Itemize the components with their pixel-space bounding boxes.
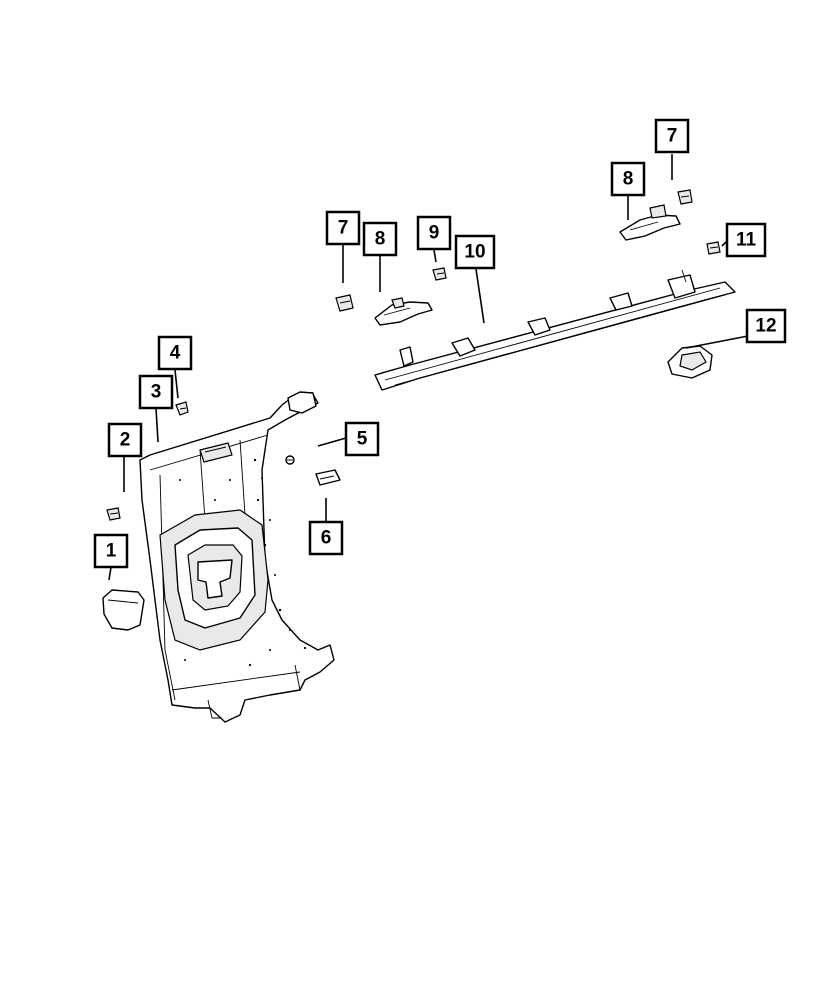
fastener-5 bbox=[285, 455, 295, 465]
leader-lines bbox=[108, 154, 749, 581]
cover-cap bbox=[102, 589, 145, 631]
push-pin-4 bbox=[175, 401, 189, 416]
end-cap-12 bbox=[667, 345, 713, 379]
callout-3: 3 bbox=[138, 374, 174, 410]
clip-7-right bbox=[677, 189, 693, 205]
callout-5: 5 bbox=[344, 421, 380, 457]
callout-4: 4 bbox=[157, 335, 193, 371]
callout-9: 9 bbox=[416, 215, 452, 251]
clip-11 bbox=[706, 241, 721, 255]
callout-label: 1 bbox=[106, 541, 117, 562]
callout-label: 6 bbox=[321, 528, 332, 549]
clip-9 bbox=[432, 267, 447, 281]
callout-11: 11 bbox=[725, 222, 767, 258]
bracket-8-right bbox=[619, 204, 681, 241]
rail-studs bbox=[399, 269, 696, 367]
header-trim-rail bbox=[374, 269, 736, 391]
callout-10: 10 bbox=[454, 234, 496, 270]
callout-8-left: 8 bbox=[362, 221, 398, 257]
clip-7-left bbox=[335, 294, 354, 312]
callout-label: 4 bbox=[170, 343, 181, 364]
callout-label: 5 bbox=[357, 429, 368, 450]
clip-2 bbox=[106, 507, 121, 521]
callout-label: 11 bbox=[736, 230, 757, 251]
callout-label: 2 bbox=[120, 430, 131, 451]
surface-texture bbox=[179, 458, 307, 667]
callout-label: 3 bbox=[151, 382, 162, 403]
callout-label: 12 bbox=[755, 316, 776, 337]
bezel-6 bbox=[315, 469, 341, 486]
callout-label: 8 bbox=[375, 229, 386, 250]
callout-label: 10 bbox=[464, 242, 485, 263]
callout-8-right: 8 bbox=[610, 161, 646, 197]
callout-label: 7 bbox=[338, 218, 349, 239]
callout-label: 7 bbox=[667, 126, 678, 147]
bracket-8-left bbox=[374, 297, 433, 326]
quarter-trim-panel bbox=[139, 391, 335, 723]
callout-1: 1 bbox=[93, 533, 129, 569]
callout-12: 12 bbox=[745, 308, 787, 344]
callout-label: 8 bbox=[623, 169, 634, 190]
callout-2: 2 bbox=[107, 422, 143, 458]
callout-7-left: 7 bbox=[325, 210, 361, 246]
callout-label: 9 bbox=[429, 223, 440, 244]
callout-7-right: 7 bbox=[654, 118, 690, 154]
callout-6: 6 bbox=[308, 520, 344, 556]
